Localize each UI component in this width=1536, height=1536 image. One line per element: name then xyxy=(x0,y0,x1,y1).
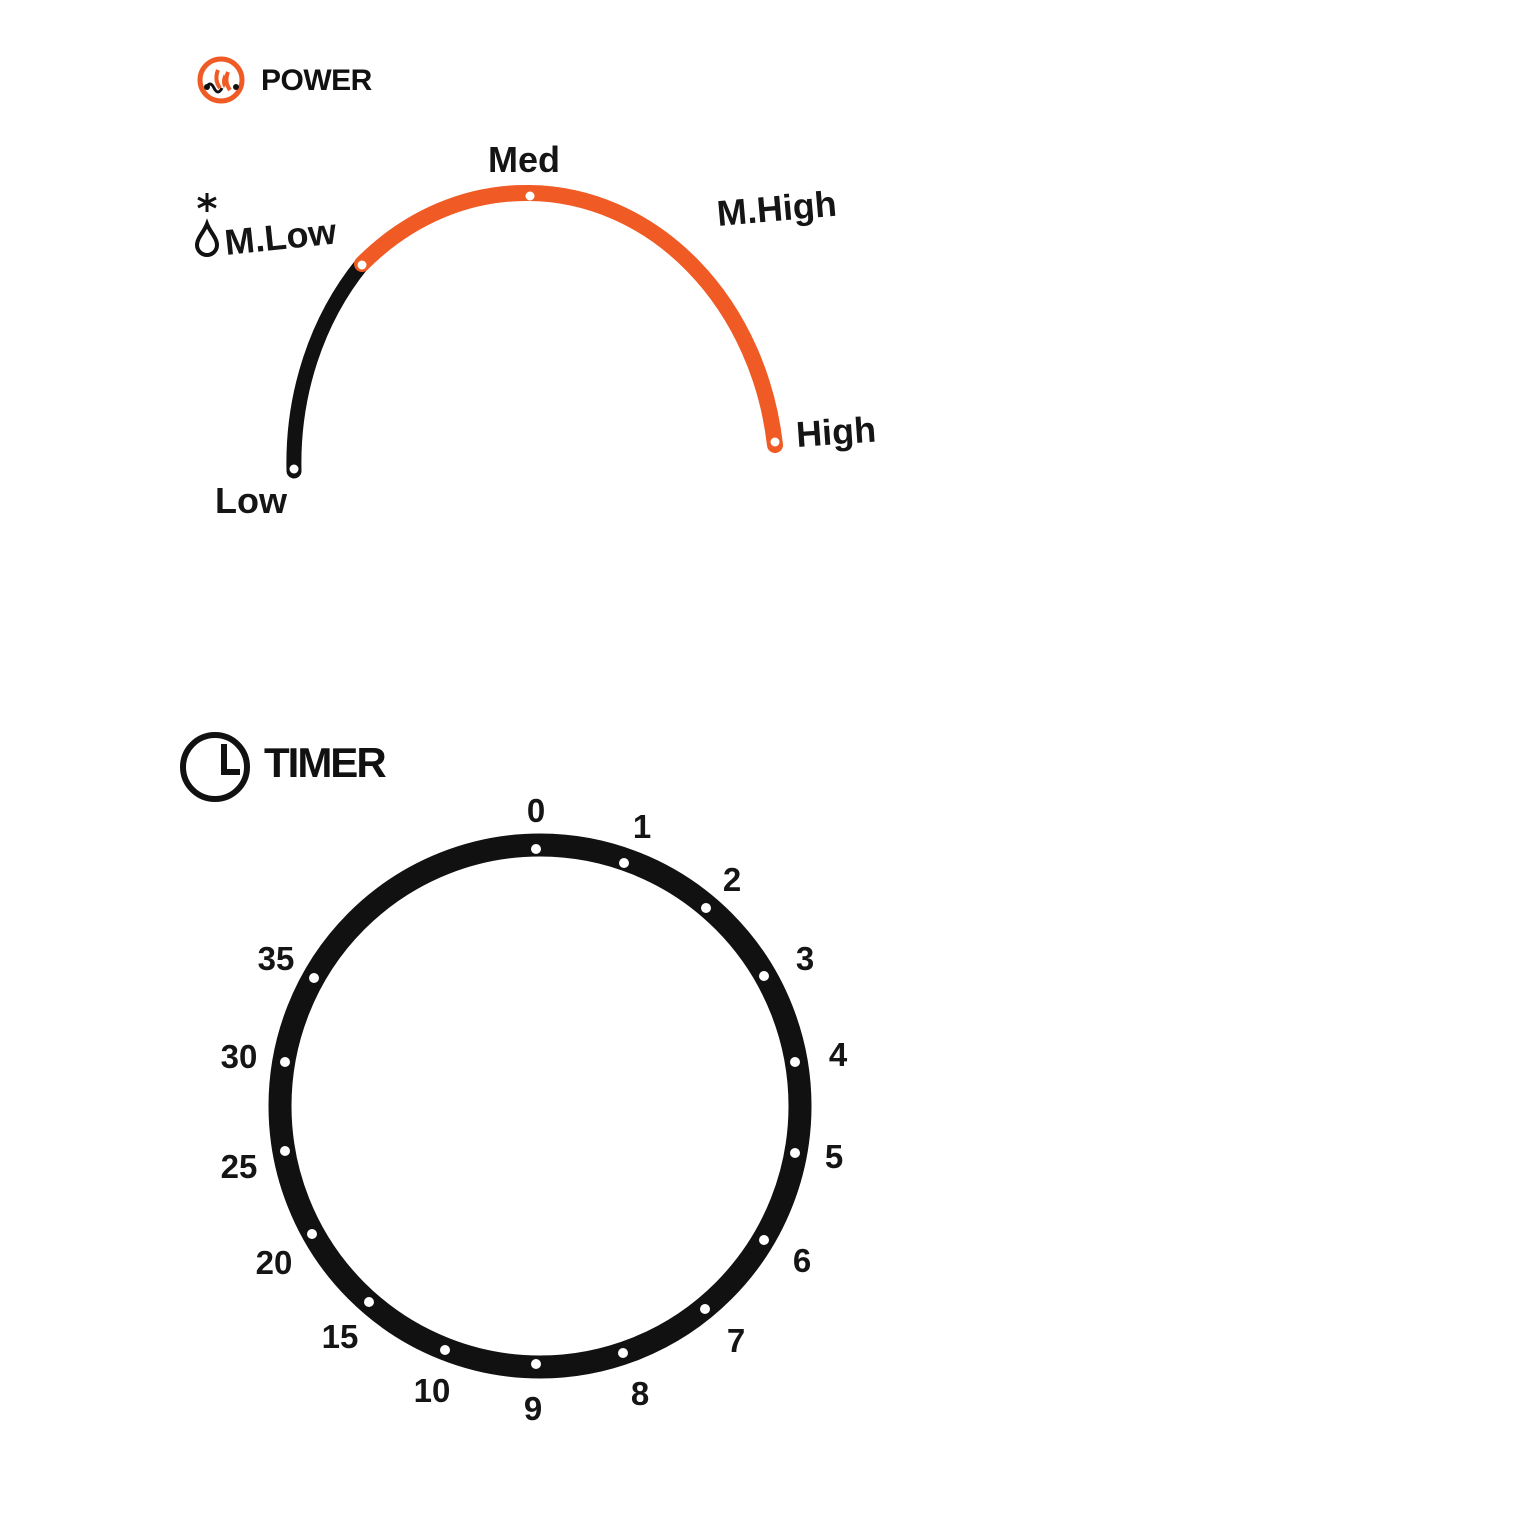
power-title: POWER xyxy=(261,64,373,97)
timer-marker xyxy=(790,1057,800,1067)
clock-icon xyxy=(180,732,250,802)
timer-dial[interactable]: 0 1 2 3 4 5 6 7 8 9 10 15 20 25 30 35 xyxy=(221,792,848,1427)
power-marker-low xyxy=(289,464,299,474)
power-label-mlow: M.Low xyxy=(223,210,340,263)
timer-label: 6 xyxy=(793,1242,811,1279)
timer-header: TIMER xyxy=(180,732,388,802)
timer-marker xyxy=(531,1359,541,1369)
timer-marker xyxy=(619,858,629,868)
power-wave-icon xyxy=(197,56,245,104)
timer-marker xyxy=(309,973,319,983)
timer-label: 15 xyxy=(322,1318,359,1355)
power-arc-low xyxy=(286,256,370,479)
timer-label: 5 xyxy=(825,1138,843,1175)
droplet-icon xyxy=(194,218,220,257)
timer-marker xyxy=(364,1297,374,1307)
timer-marker xyxy=(440,1345,450,1355)
timer-label: 4 xyxy=(829,1036,848,1073)
timer-ring xyxy=(268,833,812,1379)
timer-label: 7 xyxy=(727,1322,745,1359)
power-header: POWER xyxy=(197,56,373,104)
timer-marker xyxy=(307,1229,317,1239)
timer-marker xyxy=(280,1146,290,1156)
power-label-low: Low xyxy=(215,480,288,521)
timer-marker xyxy=(700,1304,710,1314)
timer-marker xyxy=(759,971,769,981)
power-marker-mhigh xyxy=(690,241,700,251)
timer-marker xyxy=(759,1235,769,1245)
power-marker-mlow xyxy=(357,260,367,270)
timer-label: 8 xyxy=(631,1375,649,1412)
timer-label: 35 xyxy=(258,940,295,977)
timer-marker xyxy=(531,844,541,854)
timer-marker xyxy=(280,1057,290,1067)
timer-label: 3 xyxy=(796,940,814,977)
snowflake-icon xyxy=(197,193,217,212)
power-arc-active xyxy=(354,184,783,453)
timer-label: 2 xyxy=(723,861,741,898)
timer-label: 10 xyxy=(414,1372,451,1409)
power-label-mhigh: M.High xyxy=(715,183,838,234)
power-label-high: High xyxy=(795,409,878,455)
power-dial[interactable]: Low M.Low Med M.High High xyxy=(194,139,878,521)
timer-marker xyxy=(618,1348,628,1358)
power-label-med: Med xyxy=(488,139,560,180)
power-marker-high xyxy=(770,437,780,447)
timer-label: 20 xyxy=(256,1244,293,1281)
timer-marker xyxy=(701,903,711,913)
timer-label: 30 xyxy=(221,1038,258,1075)
timer-label: 25 xyxy=(221,1148,258,1185)
timer-title: TIMER xyxy=(264,739,386,786)
timer-label: 9 xyxy=(524,1390,542,1427)
timer-label: 1 xyxy=(633,808,651,845)
timer-marker xyxy=(790,1148,800,1158)
timer-label: 0 xyxy=(527,792,545,829)
power-marker-med xyxy=(525,191,535,201)
